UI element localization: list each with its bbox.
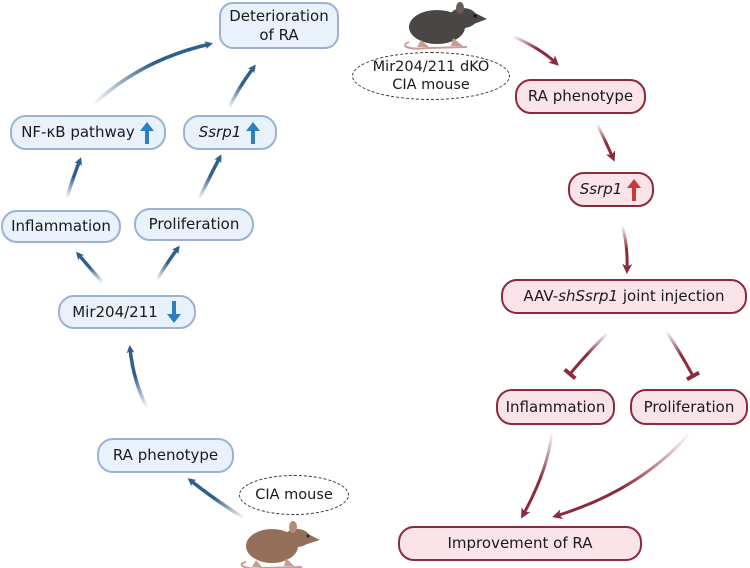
arrow-ssrp1-to-aav (620, 224, 633, 274)
ssrp1-label: Ssrp1 (579, 180, 623, 198)
arrow-proliferation-to-improvement (552, 432, 692, 520)
aav-prefix: AAV- (523, 287, 559, 305)
ra-phenotype-label: RA phenotype (112, 446, 219, 464)
arrow-nfkb-to-deterioration (91, 41, 213, 107)
right-improvement-node: Improvement of RA (398, 526, 642, 561)
deterioration-line1: Deterioration (229, 6, 329, 25)
arrow-ssrp1-to-deterioration (227, 64, 256, 109)
left-mir-node: Mir204/211 (58, 295, 196, 329)
right-ssrp1-node: Ssrp1 (568, 172, 654, 207)
left-ra-phenotype-node: RA phenotype (97, 438, 234, 473)
up-arrow-icon (139, 121, 154, 144)
arrow-proliferation-to-ssrp1 (197, 154, 222, 200)
inflammation-label: Inflammation (11, 217, 111, 235)
deterioration-line2: of RA (259, 25, 299, 44)
arrow-cia-to-ra (187, 478, 245, 520)
nfkb-label: NF-κB pathway (21, 123, 135, 141)
improvement-label: Improvement of RA (447, 534, 593, 552)
cia-mouse-label: CIA mouse (239, 475, 349, 515)
down-arrow-icon (166, 301, 181, 323)
arrow-mir-to-proliferation (155, 245, 180, 281)
dko-mouse-icon (404, 2, 487, 50)
arrow-ra-to-ssrp1 (595, 123, 616, 162)
arrow-inflammation-to-nfkb (65, 157, 82, 199)
arrow-aav-inhibits-proliferation (664, 330, 701, 382)
ssrp1-label: Ssrp1 (198, 123, 242, 141)
right-ra-phenotype-node: RA phenotype (515, 79, 646, 114)
right-aav-node: AAV- shSsrp1 joint injection (501, 279, 747, 314)
cia-mouse-icon (240, 521, 320, 568)
right-proliferation-node: Proliferation (630, 389, 748, 425)
arrow-dko-to-ra (511, 34, 559, 66)
left-inflammation-node: Inflammation (1, 210, 121, 243)
arrow-aav-inhibits-inflammation (563, 331, 610, 381)
up-arrow-icon (627, 178, 642, 201)
proliferation-label: Proliferation (643, 397, 735, 416)
left-nfkb-node: NF-κB pathway (10, 115, 166, 150)
left-deterioration-node: Deterioration of RA (219, 2, 339, 49)
arrow-ra-to-mir (126, 345, 149, 409)
mir-label: Mir204/211 (72, 302, 158, 321)
right-inflammation-node: Inflammation (496, 389, 615, 425)
aav-shssrp1: shSsrp1 (558, 287, 619, 305)
dko-mouse-label: Mir204/211 dKO CIA mouse (352, 52, 510, 100)
left-proliferation-node: Proliferation (134, 208, 254, 241)
left-ssrp1-node: Ssrp1 (183, 115, 277, 150)
proliferation-label: Proliferation (148, 215, 240, 233)
arrow-inflammation-to-improvement (521, 431, 554, 519)
inflammation-label: Inflammation (505, 397, 606, 416)
aav-suffix: joint injection (618, 287, 725, 305)
up-arrow-icon (246, 121, 261, 144)
ra-phenotype-label: RA phenotype (527, 87, 634, 105)
arrow-mir-to-inflammation (76, 251, 105, 285)
